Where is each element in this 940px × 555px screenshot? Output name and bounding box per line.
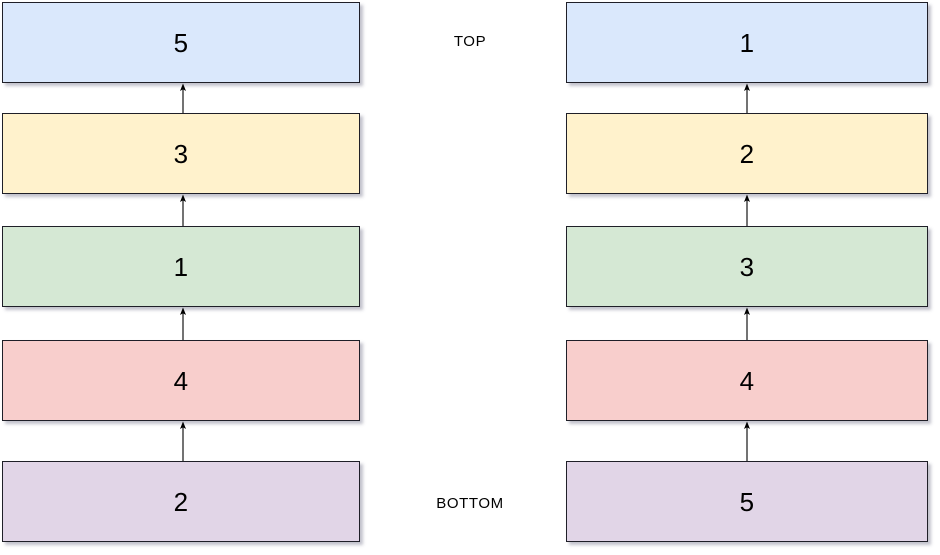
left-stack-box-1[interactable]: 3: [2, 113, 360, 194]
box-label: 4: [173, 365, 189, 396]
arrow-up-icon: [740, 421, 754, 461]
right-stack-box-4[interactable]: 5: [566, 461, 928, 542]
arrow-up-icon: [740, 307, 754, 340]
box-label: 3: [173, 138, 189, 169]
right-stack-box-2[interactable]: 3: [566, 226, 928, 307]
box-label: 3: [739, 251, 755, 282]
box-label: 1: [739, 27, 755, 58]
arrow-up-icon: [740, 194, 754, 226]
right-stack: 1 2 3 4 5: [566, 0, 928, 555]
right-stack-box-1[interactable]: 2: [566, 113, 928, 194]
arrow-up-icon: [176, 307, 190, 340]
right-stack-box-0[interactable]: 1: [566, 2, 928, 83]
box-label: 2: [173, 486, 189, 517]
left-stack: 5 3 1 4 2: [2, 0, 360, 555]
left-stack-box-0[interactable]: 5: [2, 2, 360, 83]
right-stack-box-3[interactable]: 4: [566, 340, 928, 421]
box-label: 5: [173, 27, 189, 58]
left-stack-box-3[interactable]: 4: [2, 340, 360, 421]
top-label: TOP: [453, 33, 487, 50]
left-stack-box-4[interactable]: 2: [2, 461, 360, 542]
bottom-label: BOTTOM: [436, 495, 504, 512]
box-label: 4: [739, 365, 755, 396]
arrow-up-icon: [740, 83, 754, 113]
arrow-up-icon: [176, 194, 190, 226]
left-stack-box-2[interactable]: 1: [2, 226, 360, 307]
box-label: 1: [173, 251, 189, 282]
box-label: 2: [739, 138, 755, 169]
box-label: 5: [739, 486, 755, 517]
arrow-up-icon: [176, 83, 190, 113]
arrow-up-icon: [176, 421, 190, 461]
